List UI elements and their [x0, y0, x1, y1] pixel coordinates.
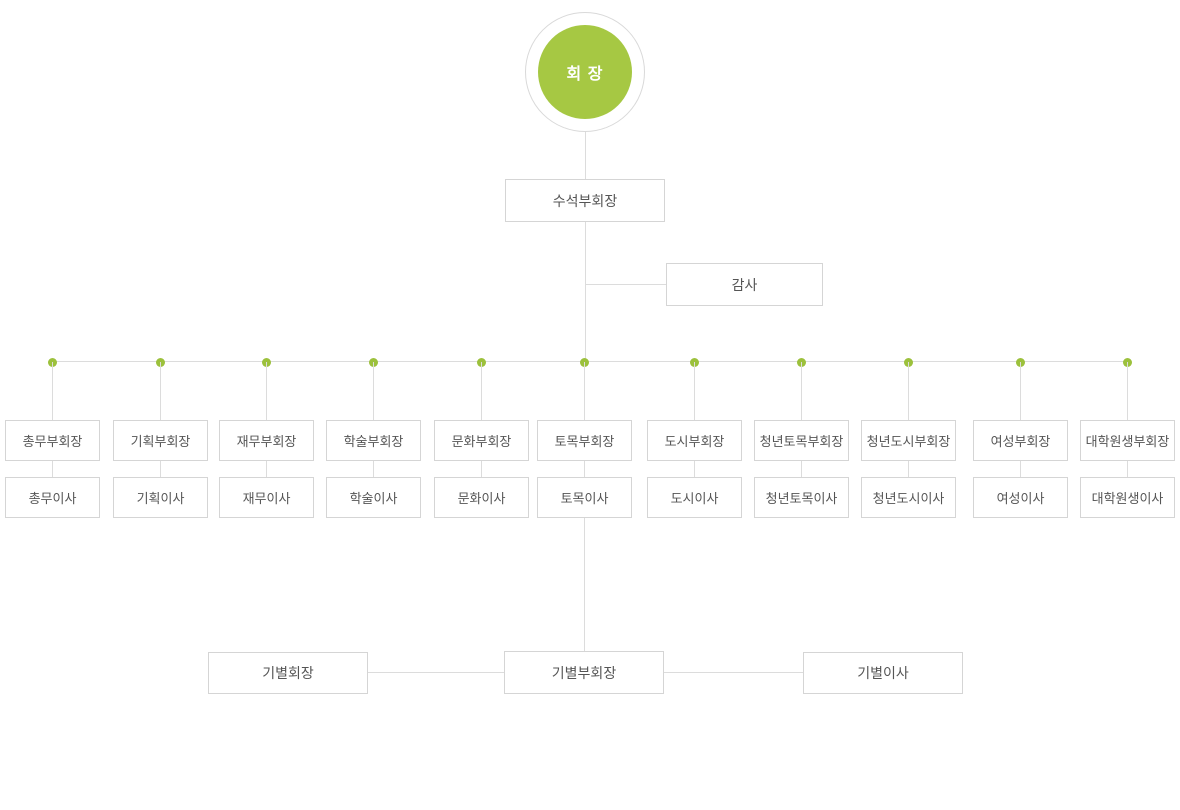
class-director-box: 기별이사: [803, 652, 963, 694]
branch-head-box: 청년도시부회장: [861, 420, 956, 461]
branch-head-box: 청년토목부회장: [754, 420, 849, 461]
branch-head-box: 도시부회장: [647, 420, 742, 461]
senior-vp-box: 수석부회장: [505, 179, 665, 222]
branch-sub-box: 문화이사: [434, 477, 529, 518]
connector-bottom-left: [368, 672, 504, 673]
branch-sub-box: 토목이사: [537, 477, 632, 518]
branch-graduate-students: 대학원생부회장 대학원생이사: [1080, 358, 1175, 519]
branch-sub-box: 대학원생이사: [1080, 477, 1175, 518]
branch-mid-line: [52, 461, 53, 477]
branch-academic: 학술부회장 학술이사: [326, 358, 421, 519]
branch-sub-box: 청년토목이사: [754, 477, 849, 518]
branch-civil-engineering: 토목부회장 토목이사: [537, 358, 632, 519]
branch-mid-line: [1127, 461, 1128, 477]
branch-head-box: 대학원생부회장: [1080, 420, 1175, 461]
class-chairman-box: 기별회장: [208, 652, 368, 694]
class-vice-chairman-box: 기별부회장: [504, 651, 664, 694]
branch-mid-line: [373, 461, 374, 477]
branch-mid-line: [694, 461, 695, 477]
branch-head-box: 문화부회장: [434, 420, 529, 461]
branch-planning: 기획부회장 기획이사: [113, 358, 208, 519]
branch-line: [52, 362, 53, 420]
branch-head-box: 토목부회장: [537, 420, 632, 461]
branch-head-box: 여성부회장: [973, 420, 1068, 461]
branch-line: [481, 362, 482, 420]
branch-sub-box: 여성이사: [973, 477, 1068, 518]
branch-mid-line: [908, 461, 909, 477]
branch-line: [694, 362, 695, 420]
branch-line: [908, 362, 909, 420]
branch-finance: 재무부회장 재무이사: [219, 358, 314, 519]
branch-line: [373, 362, 374, 420]
connector-chairman-to-svp: [585, 131, 586, 179]
chairman-node: 회 장: [525, 12, 645, 132]
distribution-line: [52, 361, 1128, 362]
branch-youth-civil: 청년토목부회장 청년토목이사: [754, 358, 849, 519]
branch-line: [801, 362, 802, 420]
branch-head-box: 학술부회장: [326, 420, 421, 461]
branch-sub-box: 학술이사: [326, 477, 421, 518]
branch-mid-line: [266, 461, 267, 477]
branch-mid-line: [160, 461, 161, 477]
branch-sub-box: 총무이사: [5, 477, 100, 518]
connector-to-bottom-row: [584, 518, 585, 652]
branch-youth-urban: 청년도시부회장 청년도시이사: [861, 358, 956, 519]
branch-line: [1020, 362, 1021, 420]
auditor-box: 감사: [666, 263, 823, 306]
chairman-label: 회 장: [538, 25, 632, 119]
branch-sub-box: 청년도시이사: [861, 477, 956, 518]
branch-mid-line: [584, 461, 585, 477]
branch-head-box: 재무부회장: [219, 420, 314, 461]
branch-general-affairs: 총무부회장 총무이사: [5, 358, 100, 519]
branch-line: [1127, 362, 1128, 420]
branch-head-box: 총무부회장: [5, 420, 100, 461]
branch-women: 여성부회장 여성이사: [973, 358, 1068, 519]
branch-mid-line: [481, 461, 482, 477]
branch-sub-box: 재무이사: [219, 477, 314, 518]
branch-head-box: 기획부회장: [113, 420, 208, 461]
branch-sub-box: 도시이사: [647, 477, 742, 518]
branch-sub-box: 기획이사: [113, 477, 208, 518]
branch-urban: 도시부회장 도시이사: [647, 358, 742, 519]
branch-mid-line: [801, 461, 802, 477]
connector-svp-to-distribution: [585, 222, 586, 362]
branch-line: [160, 362, 161, 420]
branch-line: [266, 362, 267, 420]
branch-mid-line: [1020, 461, 1021, 477]
connector-to-auditor: [586, 284, 666, 285]
branch-culture: 문화부회장 문화이사: [434, 358, 529, 519]
branch-line: [584, 362, 585, 420]
connector-bottom-right: [664, 672, 803, 673]
